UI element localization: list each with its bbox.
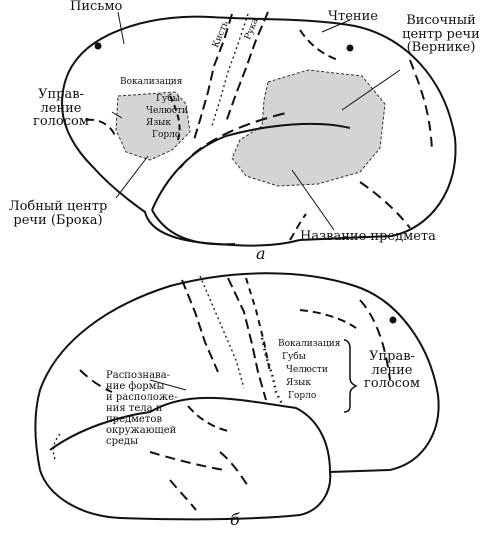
label-voice-control-a: Управ- ление голосом [26,88,96,129]
broca-area-shading [115,91,191,161]
brain-b-outline [34,272,440,521]
pointer-voice-a [111,111,123,119]
label-reading: Чтение [328,9,378,24]
label-recognition-line-6: окружающей [106,425,177,436]
temporal-lobe-a [151,122,351,211]
central-sulcus-a [193,13,233,141]
label-recognition-line-5: предметов [106,414,163,425]
label-voice-a-line-2: ление [40,100,82,116]
pointer-wernicke [341,69,401,111]
label-voice-control-b: Управ- ление голосом [356,350,428,391]
motor-list-b-tongue: Язык [286,378,311,388]
label-broca-line-2: речи (Брока) [13,212,103,228]
label-recognition-line-2: ние формы [106,381,165,392]
wernicke-area-shading [231,69,386,187]
motor-list-b-jaws: Челюсти [286,365,328,375]
label-recognition-line-3: и расположе- [106,392,178,403]
motor-list-a-tongue: Язык [146,118,171,128]
motor-list-a-vocalization: Вокализация [120,77,183,87]
pointer-writing [117,11,125,45]
voice-control-brace [343,339,358,413]
label-object-naming: Название предмета [300,229,436,244]
brain-a [60,11,457,247]
label-wernicke-line-2: центр речи [402,26,480,42]
label-broca: Лобный центр речи (Брока) [0,200,116,227]
motor-list-a-lips: Губы [156,94,180,104]
label-voice-b-line-3: голосом [364,376,420,392]
label-voice-a-line-1: Управ- [38,87,84,102]
brain-a-outline [60,15,457,247]
label-writing: Письмо [70,0,123,14]
central-sulcus-b [181,279,219,373]
pointer-broca [115,155,149,199]
label-recognition-line-4: ния тела и [106,403,163,414]
brain-b [34,272,440,521]
label-voice-b-line-1: Управ- [369,349,415,364]
motor-list-b-lips: Губы [282,352,306,362]
pointer-reading [321,19,351,33]
label-voice-a-line-3: голосом [33,114,89,130]
label-recognition-line-7: среды [106,436,139,447]
label-voice-b-line-2: ление [371,362,413,378]
pointer-recognition [149,379,187,391]
pointer-naming [291,169,335,231]
label-wernicke-line-3: (Вернике) [406,40,476,56]
motor-list-b-vocalization: Вокализация [278,339,341,349]
label-recognition-line-1: Распознава- [106,370,171,381]
motor-list-a-jaws: Челюсти [146,106,188,116]
motor-list-a-throat: Горло [152,130,181,140]
label-recognition: Распознава- ние формы и расположе- ния т… [106,370,177,447]
figure-b-letter: б [230,510,240,529]
label-broca-line-1: Лобный центр [8,199,108,214]
label-wernicke-line-1: Височный [406,13,476,28]
label-wernicke: Височный центр речи (Вернике) [398,14,484,55]
figure-a-letter: а [256,244,266,263]
motor-list-b-throat: Горло [288,391,317,401]
